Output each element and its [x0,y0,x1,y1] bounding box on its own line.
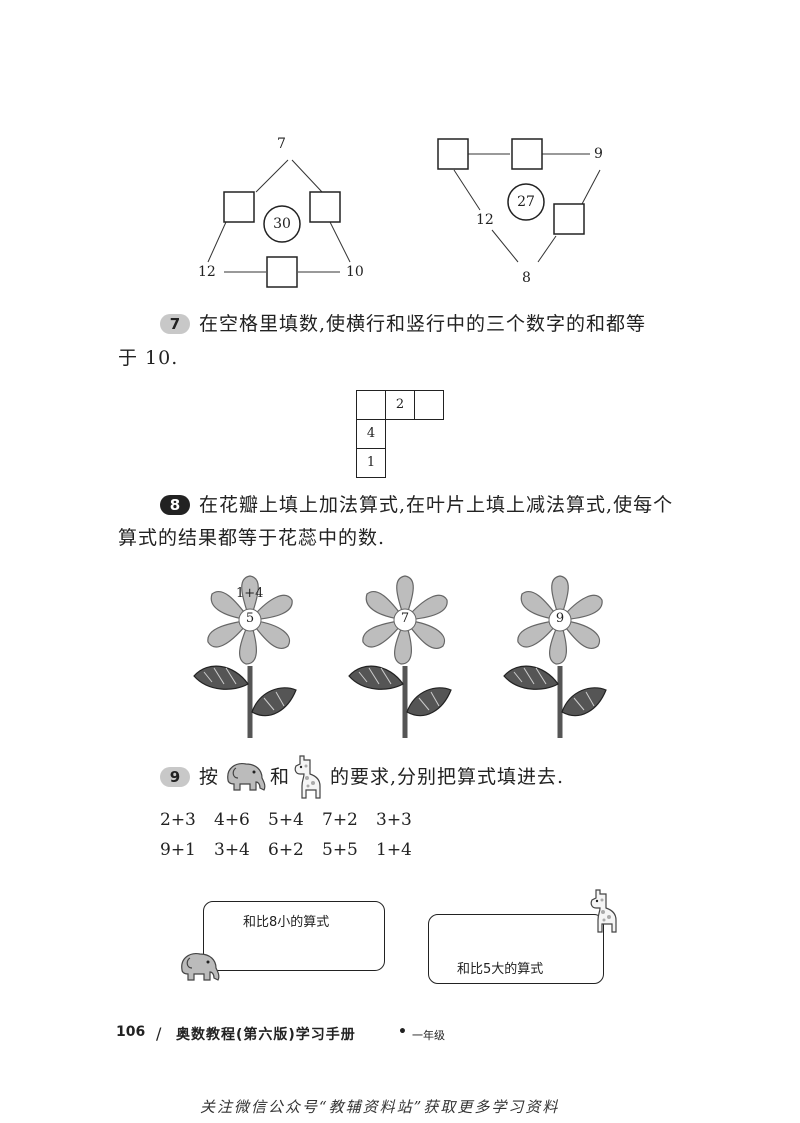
blank-box[interactable] [553,203,585,235]
question-9-suffix: 的要求,分别把算式填进去. [330,766,565,788]
expression: 3+3 [376,810,412,830]
answer-card-greater-than-5-label: 和比5大的算式 [457,962,544,977]
question-9-badge: 9 [160,767,190,787]
expression: 7+2 [322,810,358,830]
flower-center-number: 9 [555,611,565,626]
giraffe-icon [294,755,321,799]
expressions-row-2: 9+1 3+4 6+2 5+5 1+4 [160,840,430,860]
blank-box[interactable] [309,191,341,223]
triangle-bottom-left-number: 12 [198,264,216,280]
expression: 5+5 [322,840,358,860]
question-7-badge: 7 [160,314,190,334]
inverted-triangle-puzzle [437,138,601,263]
page-number: 106 [116,1024,146,1040]
answer-card-less-than-8[interactable] [203,901,385,971]
blank-box[interactable] [266,256,298,288]
flower-illustration [348,575,452,738]
elephant-icon [227,763,266,791]
flower-center-number: 5 [245,611,255,626]
answer-card-less-than-8-label: 和比8小的算式 [243,915,330,930]
inverted-center-number: 27 [517,194,535,210]
book-title: 奥数教程(第六版)学习手册 [176,1027,356,1043]
triangle-bottom-right-number: 10 [346,264,364,280]
blank-box[interactable] [437,138,469,170]
expression: 9+1 [160,840,196,860]
question-9-middle: 和 [270,766,291,788]
grade-label: 一年级 [412,1029,445,1042]
question-8-badge: 8 [160,495,190,515]
inverted-bottom-number: 8 [522,270,531,286]
blank-box[interactable] [223,191,255,223]
expression: 1+4 [376,840,412,860]
triangle-top-number: 7 [277,136,286,152]
question-7-line1: 在空格里填数,使横行和竖行中的三个数字的和都等 [199,313,647,335]
flower-example-expression: 1+4 [236,586,264,601]
answer-card-greater-than-5[interactable] [428,914,604,984]
grid-cell[interactable] [414,390,444,420]
expression: 2+3 [160,810,196,830]
blank-box[interactable] [511,138,543,170]
giraffe-icon [590,889,617,933]
elephant-icon [181,953,220,981]
flower-center-number: 7 [400,611,410,626]
triangle-puzzle [207,159,351,288]
expressions-row-1: 2+3 4+6 5+4 7+2 3+3 [160,810,430,830]
footer-dot: • [398,1024,407,1040]
footer-slash: / [156,1024,162,1043]
grid-cell: 2 [385,390,415,420]
grid-cell: 4 [356,419,386,449]
inverted-left-number: 12 [476,212,494,228]
expression: 3+4 [214,840,250,860]
grid-cell: 1 [356,448,386,478]
expression: 6+2 [268,840,304,860]
watermark-text: 关注微信公众号“教辅资料站”获取更多学习资料 [200,1098,560,1116]
flower-illustration [193,575,297,738]
question-7-line2: 于 10. [118,347,179,369]
question-8-line2: 算式的结果都等于花蕊中的数. [118,527,386,549]
triangle-center-number: 30 [273,216,291,232]
grid-cell[interactable] [356,390,386,420]
expression: 4+6 [214,810,250,830]
question-8-line1: 在花瓣上填上加法算式,在叶片上填上减法算式,使每个 [199,494,674,516]
inverted-right-number: 9 [594,146,603,162]
expression: 5+4 [268,810,304,830]
flower-illustration [503,575,607,738]
question-9-prefix: 按 [199,766,220,788]
